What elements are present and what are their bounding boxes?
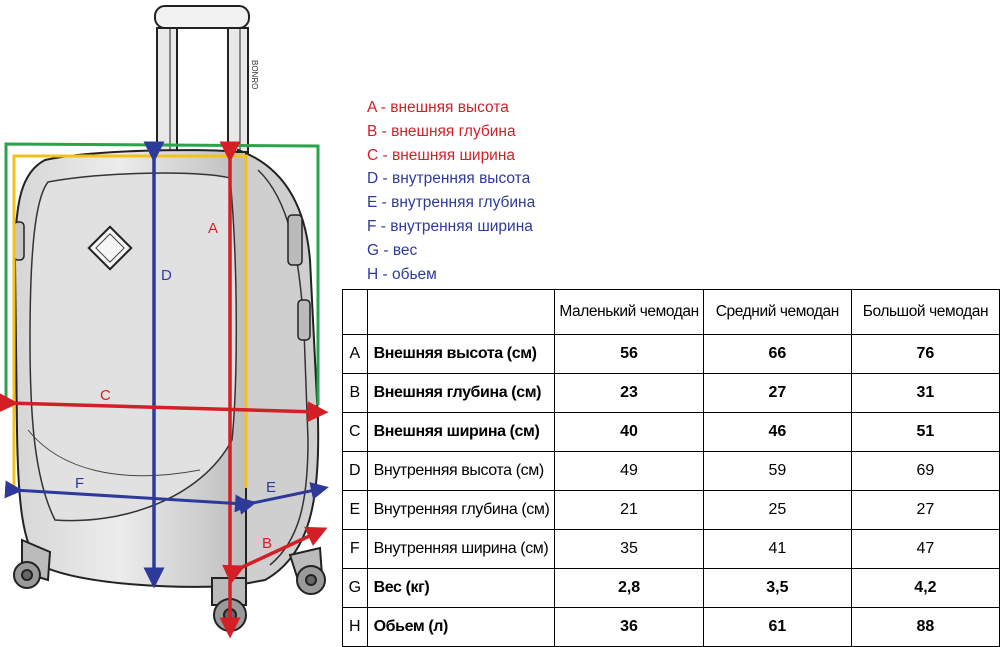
row-value-small: 21 [554, 490, 704, 530]
row-value-medium: 59 [702, 451, 852, 491]
legend-item-a: A - внешняя высота [367, 99, 509, 116]
table-row: H Обьем (л) 36 61 88 [342, 607, 1000, 647]
table-row: G Вес (кг) 2,8 3,5 4,2 [342, 568, 1000, 608]
row-value-small: 35 [554, 529, 704, 569]
legend-item-f: F - внутренняя ширина [367, 217, 533, 235]
row-name: Внутренняя глубина (см) [366, 490, 556, 530]
legend-item-e: E - внутренняя глубина [367, 194, 536, 212]
row-name: Внешняя глубина (см) [366, 373, 556, 413]
row-value-large: 51 [850, 412, 1000, 452]
row-letter: G [342, 568, 368, 608]
row-value-large: 31 [850, 373, 1000, 413]
suitcase-side [237, 148, 320, 587]
dimension-b-label: B [262, 535, 272, 552]
dimension-d-label: D [161, 267, 172, 284]
row-value-large: 27 [850, 490, 1000, 530]
row-value-small: 56 [554, 334, 704, 374]
row-name: Внутренняя высота (см) [366, 451, 556, 491]
dimension-a-label: A [208, 220, 218, 237]
size-table: Маленький чемодан Средний чемодан Большо… [342, 289, 1000, 647]
dimension-e-label: E [266, 479, 276, 496]
row-letter: C [342, 412, 368, 452]
row-letter: D [342, 451, 368, 491]
row-value-large: 4,2 [850, 568, 1000, 608]
row-value-medium: 25 [702, 490, 852, 530]
row-value-medium: 3,5 [702, 568, 852, 608]
table-row: B Внешняя глубина (см) 23 27 31 [342, 373, 1000, 413]
dimension-e-line [237, 482, 329, 515]
row-value-large: 88 [850, 607, 1000, 647]
row-letter: F [342, 529, 368, 569]
table-row: F Внутренняя ширина (см) 35 41 47 [342, 529, 1000, 569]
table-row: C Внешняя ширина (см) 40 46 51 [342, 412, 1000, 452]
row-value-medium: 27 [702, 373, 852, 413]
row-letter: H [342, 607, 368, 647]
row-value-small: 23 [554, 373, 704, 413]
row-name: Внутренняя ширина (см) [366, 529, 556, 569]
header-medium-suitcase: Средний чемодан [702, 289, 852, 335]
row-value-small: 49 [554, 451, 704, 491]
row-name: Обьем (л) [366, 607, 556, 647]
row-letter: E [342, 490, 368, 530]
legend-item-b: B - внешняя глубина [367, 122, 516, 140]
header-cell-name [366, 289, 556, 335]
table-row: A Внешняя высота (см) 56 66 76 [342, 334, 1000, 374]
dimension-f-label: F [75, 475, 84, 492]
row-name: Внешняя высота (см) [366, 334, 556, 374]
row-value-large: 47 [850, 529, 1000, 569]
dimension-f-line [4, 480, 253, 513]
header-cell-letter [342, 289, 368, 335]
row-value-medium: 46 [702, 412, 852, 452]
dimension-c-line [0, 392, 329, 423]
row-value-small: 36 [554, 607, 704, 647]
header-small-suitcase: Маленький чемодан [554, 289, 704, 335]
yellow-outline [12, 154, 248, 488]
table-row: E Внутренняя глубина (см) 21 25 27 [342, 490, 1000, 530]
legend-item-g: G - вес [367, 241, 418, 259]
telescopic-handle [154, 5, 250, 159]
row-letter: B [342, 373, 368, 413]
row-name: Внешняя ширина (см) [366, 412, 556, 452]
row-value-medium: 61 [702, 607, 852, 647]
row-value-small: 40 [554, 412, 704, 452]
row-value-small: 2,8 [554, 568, 704, 608]
brand-logo [87, 225, 133, 271]
legend-item-d: D - внутренняя высота [367, 170, 531, 188]
row-name: Вес (кг) [366, 568, 556, 608]
legend-item-c: C - внешняя ширина [367, 146, 516, 164]
row-value-medium: 66 [702, 334, 852, 374]
dimension-c-label: C [100, 387, 111, 404]
row-value-large: 69 [850, 451, 1000, 491]
dimension-legend: A - внешняя высота B - внешняя глубина C… [367, 96, 535, 286]
legend-item-h: H - обьем [367, 265, 437, 283]
header-large-suitcase: Большой чемодан [850, 289, 1000, 335]
brand-text: BONRO [250, 60, 259, 89]
table-header-row: Маленький чемодан Средний чемодан Большо… [342, 289, 1000, 335]
table-row: D Внутренняя высота (см) 49 59 69 [342, 451, 1000, 491]
suitcase-illustration: BONRO A D C F E B [0, 5, 329, 639]
dimension-b-line [222, 526, 328, 584]
row-value-large: 76 [850, 334, 1000, 374]
row-letter: A [342, 334, 368, 374]
row-value-medium: 41 [702, 529, 852, 569]
